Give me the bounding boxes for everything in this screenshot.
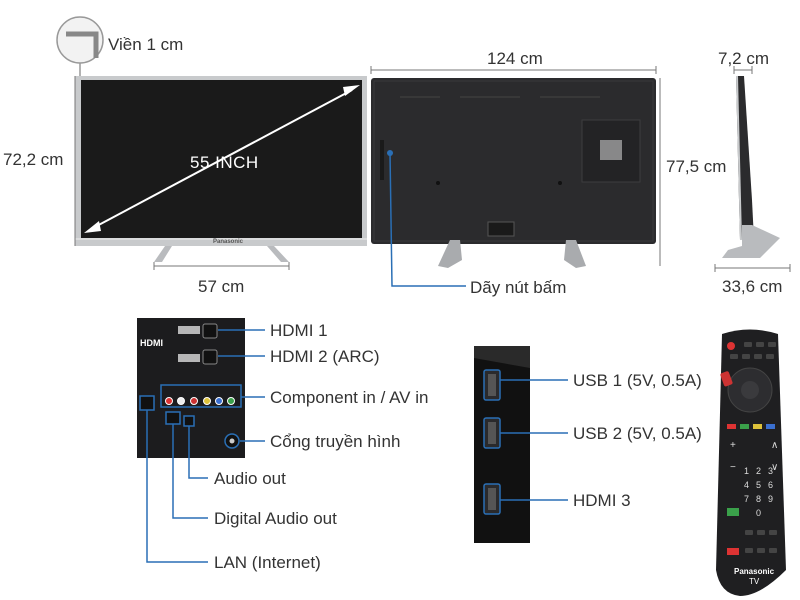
svg-text:7: 7	[744, 494, 749, 504]
svg-text:∨: ∨	[771, 462, 778, 473]
side-stand	[722, 225, 780, 258]
svg-text:HDMI: HDMI	[140, 338, 163, 348]
front-stand-width-label: 57 cm	[198, 277, 245, 296]
front-height-label: 72,2 cm	[3, 150, 64, 169]
back-height-label: 77,5 cm	[666, 157, 727, 176]
lan-label: LAN (Internet)	[214, 553, 321, 572]
hdmi1-port	[202, 323, 218, 339]
svg-text:1: 1	[744, 466, 749, 476]
power-icon	[727, 342, 735, 350]
svg-text:6: 6	[768, 480, 773, 490]
svg-text:9: 9	[768, 494, 773, 504]
usb2-label: USB 2 (5V, 0.5A)	[573, 424, 702, 443]
svg-text:+: +	[730, 440, 736, 451]
hdmi3-label: HDMI 3	[573, 491, 631, 510]
svg-text:−: −	[730, 462, 736, 473]
hdmi1-label: HDMI 1	[270, 321, 328, 340]
side-stand-depth-label: 33,6 cm	[722, 277, 783, 296]
svg-text:8: 8	[756, 494, 761, 504]
digital-audio-label: Digital Audio out	[214, 509, 337, 528]
svg-text:2: 2	[756, 466, 761, 476]
svg-text:5: 5	[756, 480, 761, 490]
back-width-label: 124 cm	[487, 49, 543, 68]
hdmi2-port	[202, 349, 218, 365]
remote-sub-label: TV	[749, 577, 760, 586]
svg-text:0: 0	[756, 508, 761, 518]
svg-text:4: 4	[744, 480, 749, 490]
audio-out-label: Audio out	[214, 469, 286, 488]
remote-brand: Panasonic	[734, 567, 775, 576]
bezel-callout	[56, 16, 104, 76]
side-depth-label: 7,2 cm	[718, 49, 770, 68]
bezel-label: Viền 1 cm	[108, 35, 184, 54]
button-strip-label: Dãy nút bấm	[470, 278, 567, 297]
front-stand-right	[267, 246, 289, 262]
ok-button	[741, 381, 759, 399]
component-label: Component in / AV in	[270, 388, 429, 407]
hdmi2-label: HDMI 2 (ARC)	[270, 347, 380, 366]
back-stand-right	[564, 240, 586, 268]
antenna-label: Cổng truyền hình	[270, 432, 401, 451]
back-stand-left	[438, 240, 462, 268]
screen-size-label: 55 INCH	[190, 153, 259, 172]
svg-text:∧: ∧	[771, 440, 778, 451]
svg-text:3: 3	[768, 466, 773, 476]
usb1-label: USB 1 (5V, 0.5A)	[573, 371, 702, 390]
front-stand-left	[154, 246, 172, 262]
port-panel-body	[137, 318, 245, 458]
front-brand-logo: Panasonic	[213, 239, 244, 245]
